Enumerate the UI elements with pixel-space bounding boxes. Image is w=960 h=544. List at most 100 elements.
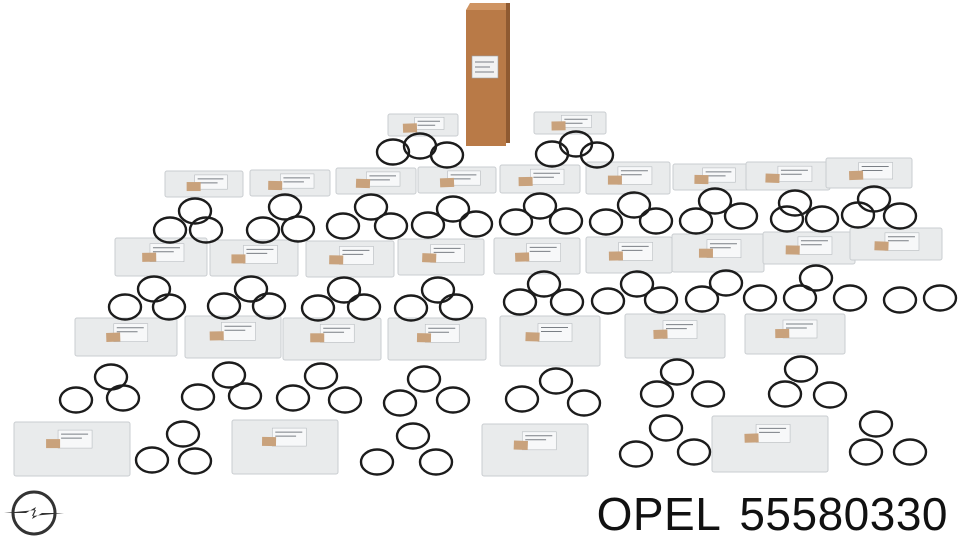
seal-bag: [13, 421, 131, 477]
o-ring: [245, 216, 281, 244]
o-ring: [856, 185, 892, 213]
o-ring: [548, 207, 584, 235]
o-ring: [498, 208, 534, 236]
seal-bag: [499, 315, 601, 367]
o-ring: [538, 367, 574, 395]
seal-bag: [335, 167, 417, 195]
o-ring: [783, 355, 819, 383]
o-ring: [708, 269, 744, 297]
seal-bag: [744, 313, 846, 355]
o-ring: [180, 383, 216, 411]
part-number: 55580330: [739, 488, 948, 540]
o-ring: [892, 438, 928, 466]
o-ring: [690, 380, 726, 408]
seal-bag: [624, 313, 726, 359]
seal-bag: [499, 164, 581, 194]
o-ring: [107, 293, 143, 321]
seal-bag: [305, 240, 395, 278]
seal-bag: [397, 238, 485, 276]
o-ring: [134, 446, 170, 474]
seal-bag: [493, 237, 581, 275]
o-ring: [782, 284, 818, 312]
o-ring: [280, 215, 316, 243]
o-ring: [840, 201, 876, 229]
o-ring: [579, 141, 615, 169]
o-ring: [832, 284, 868, 312]
seal-bag: [417, 166, 497, 194]
o-ring: [882, 202, 918, 230]
o-ring: [435, 386, 471, 414]
o-ring: [590, 287, 626, 315]
seal-bag: [74, 317, 178, 357]
seal-bag: [387, 113, 459, 137]
o-ring: [105, 384, 141, 412]
o-ring: [798, 264, 834, 292]
o-ring: [303, 362, 339, 390]
o-ring: [858, 410, 894, 438]
o-ring: [648, 414, 684, 442]
o-ring: [804, 205, 840, 233]
o-ring: [188, 216, 224, 244]
o-ring: [353, 193, 389, 221]
o-ring: [684, 285, 720, 313]
o-ring: [678, 207, 714, 235]
o-ring: [723, 202, 759, 230]
o-ring: [659, 358, 695, 386]
o-ring: [420, 276, 456, 304]
o-ring: [410, 211, 446, 239]
seal-bag: [672, 163, 752, 191]
o-ring: [206, 292, 242, 320]
seal-bag: [745, 161, 831, 191]
o-ring: [697, 187, 733, 215]
o-ring: [327, 386, 363, 414]
o-ring: [812, 381, 848, 409]
o-ring: [566, 389, 602, 417]
o-ring: [502, 288, 538, 316]
o-ring: [676, 438, 712, 466]
o-rings: [58, 130, 958, 476]
o-ring: [373, 212, 409, 240]
o-ring: [522, 192, 558, 220]
o-ring: [152, 216, 188, 244]
o-ring: [848, 438, 884, 466]
o-ring: [359, 448, 395, 476]
o-ring: [922, 284, 958, 312]
o-ring: [375, 138, 411, 166]
o-ring: [429, 141, 465, 169]
o-ring: [882, 286, 918, 314]
o-ring: [58, 386, 94, 414]
o-ring: [136, 275, 172, 303]
o-ring: [549, 288, 585, 316]
o-ring: [393, 294, 429, 322]
seal-bag: [481, 423, 589, 477]
o-ring: [251, 292, 287, 320]
o-ring: [638, 207, 674, 235]
seal-bag: [387, 317, 487, 361]
brand-name: OPEL: [596, 488, 722, 540]
o-ring: [618, 440, 654, 468]
o-ring: [177, 197, 213, 225]
o-ring: [395, 422, 431, 450]
seal-bags: [13, 111, 943, 477]
o-ring: [643, 286, 679, 314]
o-ring: [534, 140, 570, 168]
o-ring: [300, 294, 336, 322]
o-ring: [233, 275, 269, 303]
seal-bag: [825, 157, 913, 189]
o-ring: [227, 382, 263, 410]
o-ring: [346, 293, 382, 321]
o-ring: [177, 447, 213, 475]
seal-bag: [114, 237, 208, 277]
o-ring: [458, 210, 494, 238]
seal-bag: [184, 315, 282, 359]
o-ring: [165, 420, 201, 448]
seal-bag: [849, 227, 943, 261]
opel-blitz-logo-icon: [4, 490, 64, 536]
seal-bag: [164, 170, 244, 198]
o-ring: [418, 448, 454, 476]
seal-bag: [282, 317, 382, 361]
seal-bag: [711, 415, 829, 473]
o-ring: [616, 191, 652, 219]
seal-bag: [762, 231, 856, 265]
